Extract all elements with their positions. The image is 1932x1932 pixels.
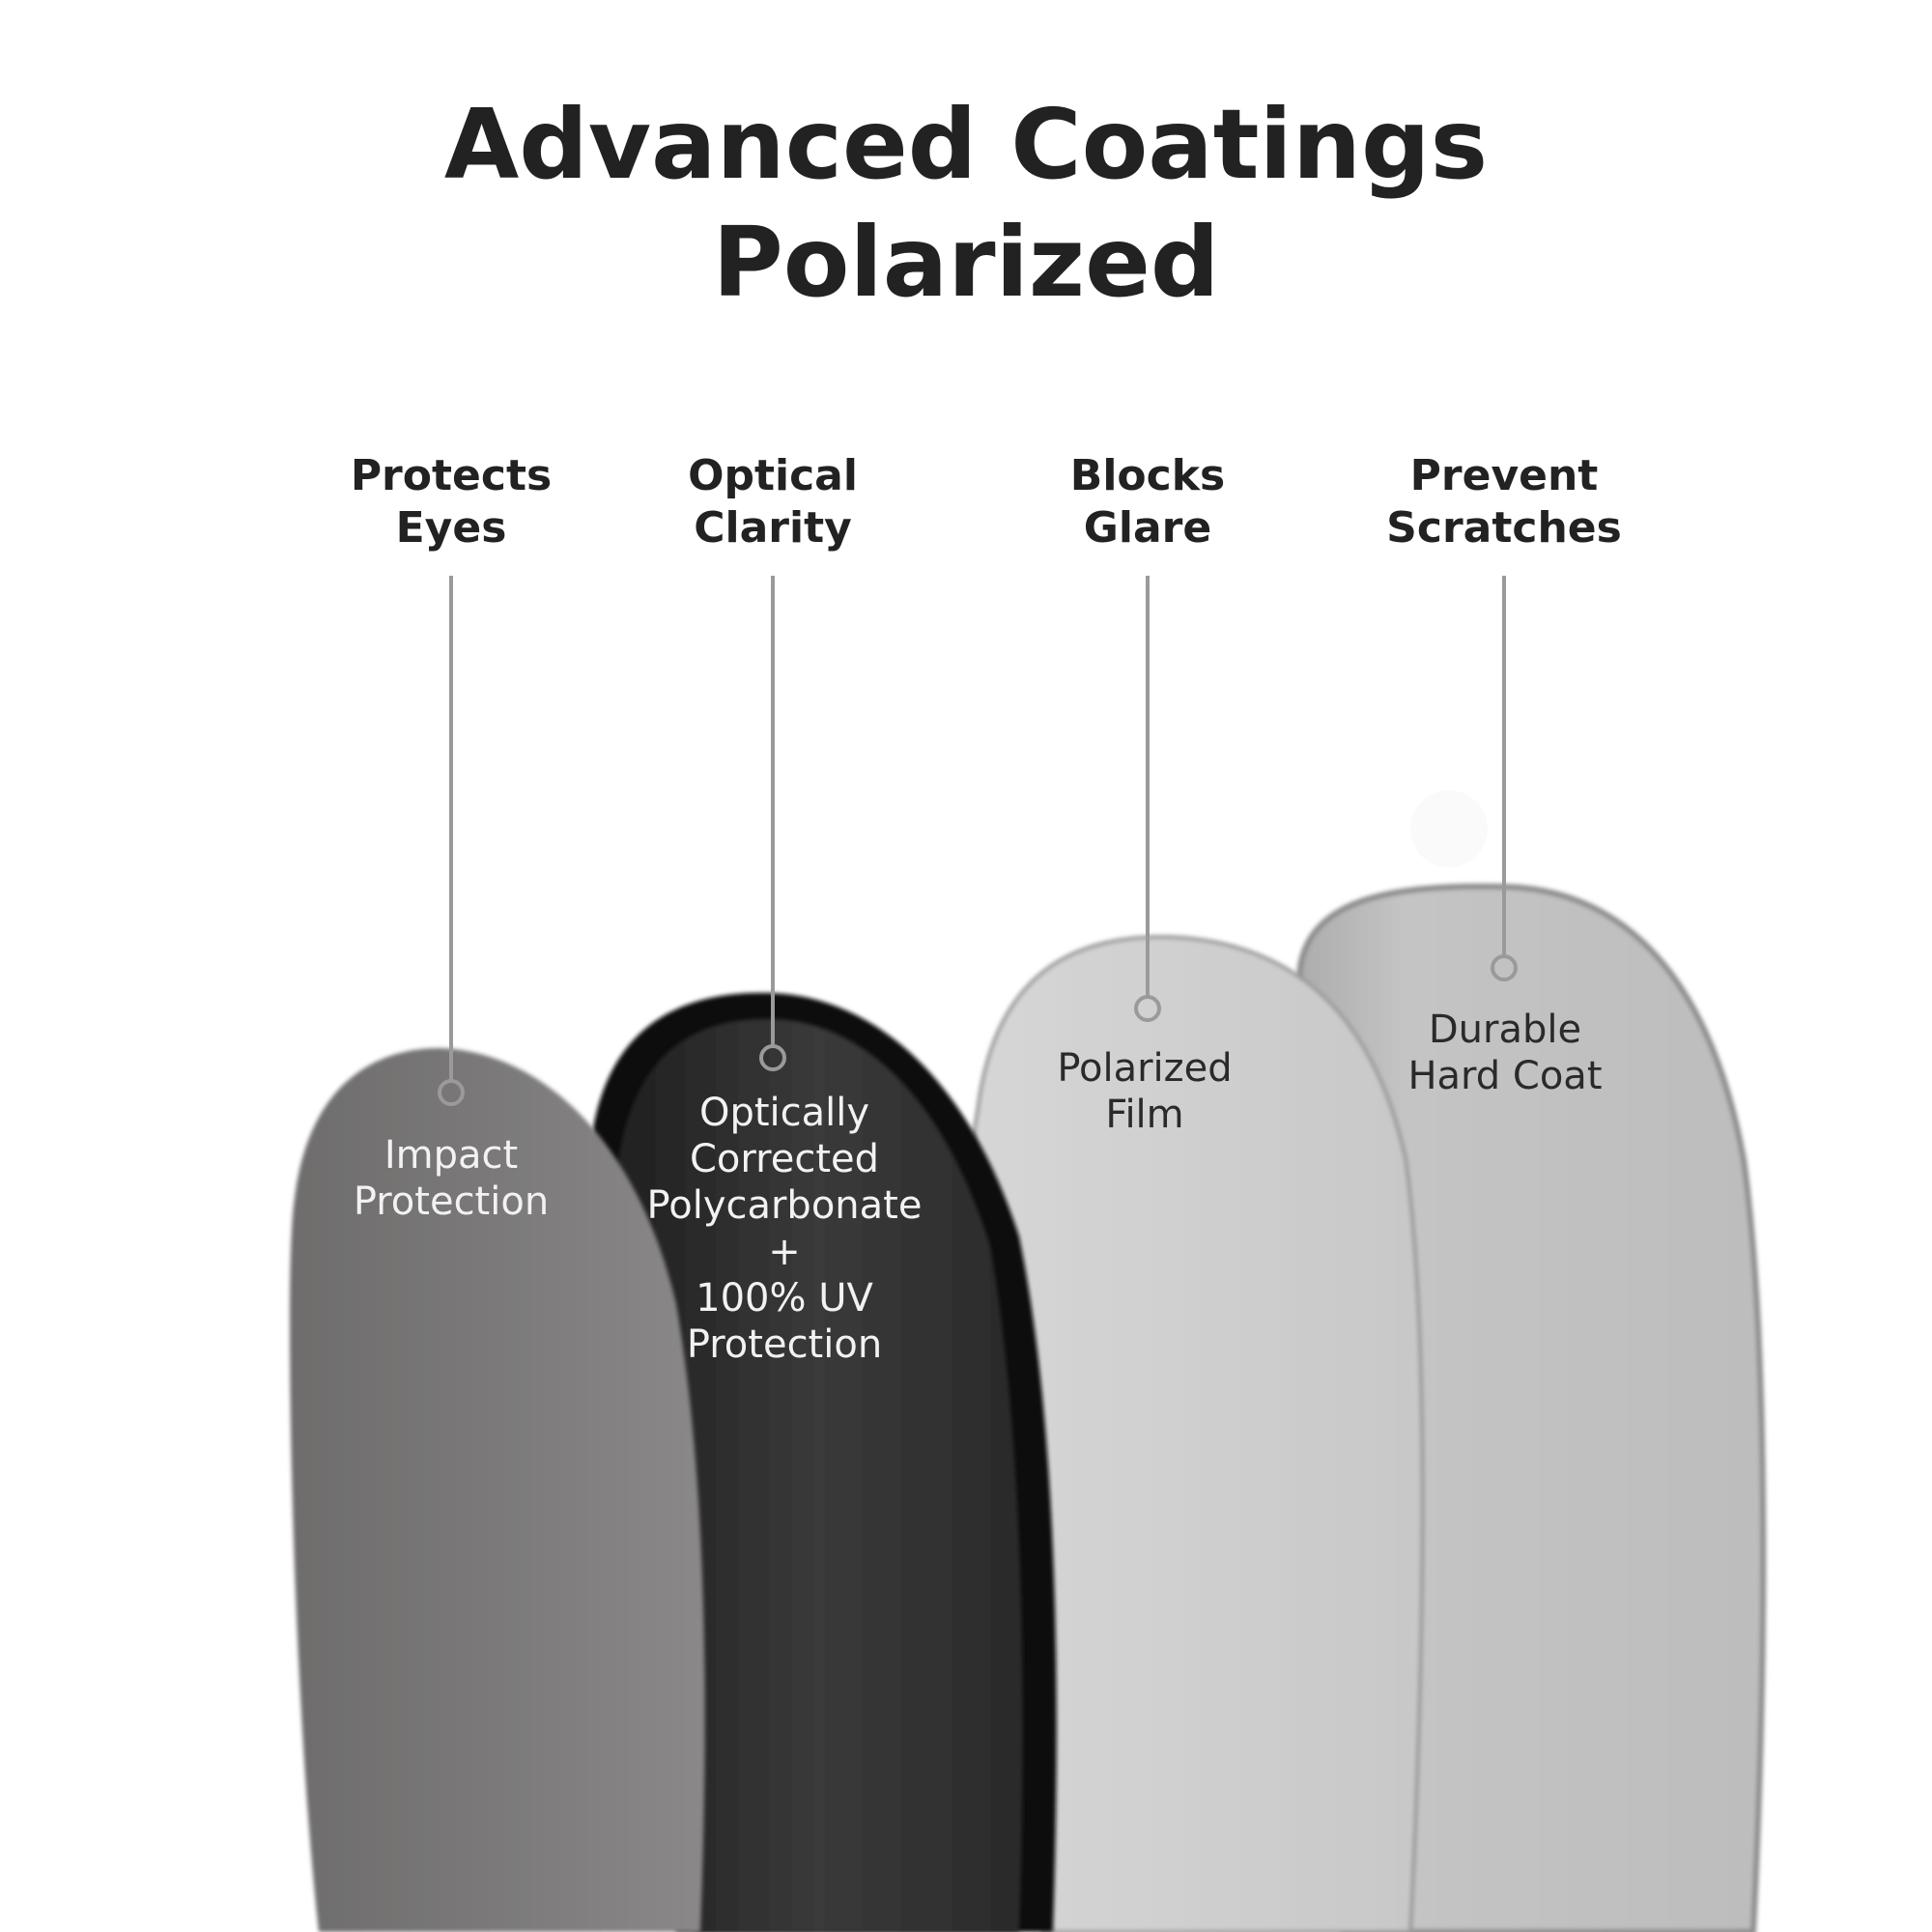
layer-label-coat-line2: Hard Coat (1407, 1054, 1603, 1098)
layer-label-poly-line3: Polycarbonate (646, 1183, 923, 1228)
feature-optical-clarity-line1: Optical (688, 451, 858, 500)
lens-impact-protection (290, 1048, 705, 1932)
leader-marker-optical-clarity (759, 1044, 786, 1071)
layer-label-poly-line6: Protection (686, 1322, 883, 1367)
layer-label-coat-line1: Durable (1428, 1008, 1582, 1052)
layer-label-poly-line4: + (768, 1230, 801, 1274)
layer-label-poly-line2: Corrected (690, 1137, 879, 1181)
layer-label-polarized-film: Polarized Film (980, 1045, 1309, 1138)
feature-blocks-glare-line1: Blocks (1069, 451, 1226, 500)
feature-blocks-glare-line2: Glare (1083, 503, 1212, 553)
page-title-line1: Advanced Coatings (443, 88, 1489, 201)
feature-optical-clarity-line2: Clarity (694, 503, 852, 553)
layer-label-poly-line5: 100% UV (696, 1276, 873, 1321)
feature-prevent-scratches-line2: Scratches (1386, 503, 1622, 553)
layer-label-impact-protection: Impact Protection (287, 1132, 615, 1225)
feature-protects-eyes: Protects Eyes (297, 450, 606, 554)
layer-label-film-line1: Polarized (1057, 1046, 1233, 1091)
feature-prevent-scratches: Prevent Scratches (1350, 450, 1659, 554)
leader-marker-blocks-glare (1134, 995, 1161, 1022)
layer-label-polycarbonate: Optically Corrected Polycarbonate + 100%… (620, 1090, 949, 1368)
layer-label-poly-line1: Optically (698, 1091, 870, 1135)
feature-prevent-scratches-line1: Prevent (1409, 451, 1599, 500)
layer-label-impact-line2: Protection (353, 1179, 550, 1224)
feature-optical-clarity: Optical Clarity (618, 450, 927, 554)
page-title-line2: Polarized (712, 206, 1220, 319)
feature-blocks-glare: Blocks Glare (993, 450, 1302, 554)
layer-label-film-line2: Film (1105, 1093, 1184, 1137)
layer-label-hard-coat: Durable Hard Coat (1341, 1007, 1669, 1099)
leader-marker-protects-eyes (438, 1079, 465, 1106)
feature-protects-eyes-line1: Protects (350, 451, 553, 500)
feature-protects-eyes-line2: Eyes (395, 503, 507, 553)
highlight-spot (1410, 790, 1488, 867)
lens-polycarbonate-inner (613, 1018, 1023, 1932)
layer-label-impact-line1: Impact (384, 1133, 519, 1178)
leader-marker-prevent-scratches (1491, 954, 1518, 981)
